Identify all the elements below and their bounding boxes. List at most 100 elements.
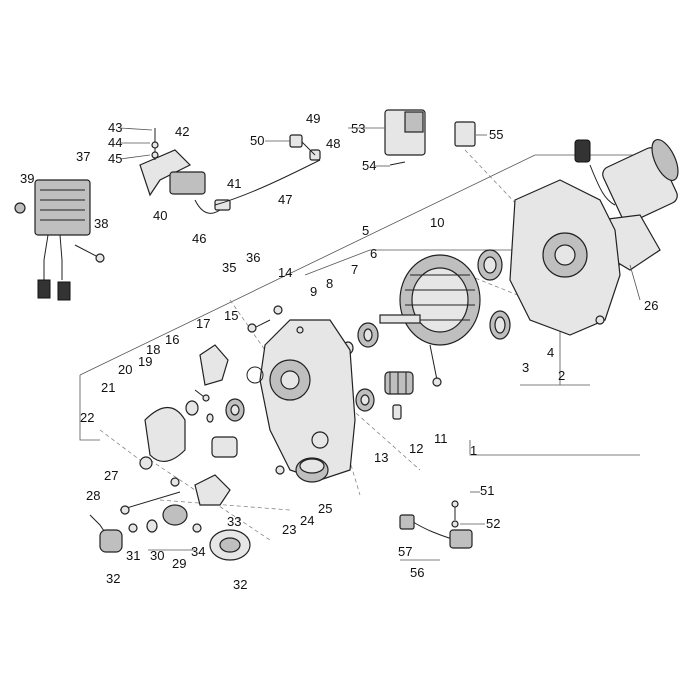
seal-24 xyxy=(275,465,285,475)
callout-54: 54 xyxy=(362,158,376,173)
callout-13: 13 xyxy=(374,450,388,465)
callout-51: 51 xyxy=(480,483,494,498)
pin-12 xyxy=(392,404,402,420)
callout-46: 46 xyxy=(192,231,206,246)
bolt-27 xyxy=(170,477,180,487)
gasket-33 xyxy=(194,474,231,506)
callout-41: 41 xyxy=(227,176,241,191)
circlip-15 xyxy=(246,366,264,384)
cap-30 xyxy=(146,519,158,533)
callout-30: 30 xyxy=(150,548,164,563)
callout-15: 15 xyxy=(224,308,238,323)
callout-49: 49 xyxy=(306,111,320,126)
voltage-regulator xyxy=(34,179,91,301)
bolt-51 xyxy=(451,500,459,520)
callout-44: 44 xyxy=(108,135,122,150)
callout-16: 16 xyxy=(165,332,179,347)
bearing-10 xyxy=(477,249,503,281)
callout-18: 18 xyxy=(146,342,160,357)
callout-4: 4 xyxy=(547,345,554,360)
callout-33: 33 xyxy=(227,514,241,529)
callout-14: 14 xyxy=(278,265,292,280)
callout-9: 9 xyxy=(310,284,317,299)
callout-5: 5 xyxy=(362,223,369,238)
washer-19 xyxy=(206,413,214,423)
callout-17: 17 xyxy=(196,316,210,331)
leader-lines xyxy=(119,127,641,525)
callout-29: 29 xyxy=(172,556,186,571)
thermostat-29 xyxy=(162,504,188,526)
callout-3: 3 xyxy=(522,360,529,375)
regulator-nut xyxy=(14,202,26,214)
callout-52: 52 xyxy=(486,516,500,531)
callout-31: 31 xyxy=(126,548,140,563)
callout-11: 11 xyxy=(434,431,448,446)
bearing-16 xyxy=(225,398,245,422)
callout-48: 48 xyxy=(326,136,340,151)
lever-21 xyxy=(144,406,186,462)
callout-50: 50 xyxy=(250,133,264,148)
callout-22: 22 xyxy=(80,410,94,425)
washer-52 xyxy=(451,520,459,528)
callout-42: 42 xyxy=(175,124,189,139)
callout-34: 34 xyxy=(191,544,205,559)
callout-8: 8 xyxy=(326,276,333,291)
sensor-32-left xyxy=(89,514,123,553)
callout-45: 45 xyxy=(108,151,122,166)
bolt-35 xyxy=(247,319,271,333)
callout-23: 23 xyxy=(282,522,296,537)
holder-23 xyxy=(211,436,238,458)
generator-stator xyxy=(379,254,481,346)
bolt-34 xyxy=(192,523,202,533)
callout-55: 55 xyxy=(489,127,503,142)
callout-21: 21 xyxy=(101,380,115,395)
callout-7: 7 xyxy=(351,262,358,277)
crankcase-cover xyxy=(259,319,356,481)
bearing-3 xyxy=(489,310,511,340)
callout-47: 47 xyxy=(278,192,292,207)
outer-housing xyxy=(509,179,621,336)
callout-36: 36 xyxy=(246,250,260,265)
callout-37: 37 xyxy=(76,149,90,164)
callout-10: 10 xyxy=(430,215,444,230)
callout-1: 1 xyxy=(470,443,477,458)
starter-motor xyxy=(574,139,679,271)
callout-32-right: 32 xyxy=(233,577,247,592)
long-bolt-28 xyxy=(119,491,181,515)
callout-labels: 1 2 3 4 5 6 7 8 9 10 11 12 13 14 15 16 1… xyxy=(20,111,658,592)
washer-36 xyxy=(273,305,283,315)
callout-28: 28 xyxy=(86,488,100,503)
bolt-18 xyxy=(194,389,210,402)
cover-17 xyxy=(199,344,229,386)
washer-31 xyxy=(128,523,138,533)
callout-2: 2 xyxy=(558,368,565,383)
sensor-harness xyxy=(399,514,473,549)
pinion-gear xyxy=(384,371,414,395)
callout-20: 20 xyxy=(118,362,132,377)
callout-40: 40 xyxy=(153,208,167,223)
callout-39: 39 xyxy=(20,171,34,186)
callout-25: 25 xyxy=(318,501,332,516)
callout-6: 6 xyxy=(370,246,377,261)
callout-35: 35 xyxy=(222,260,236,275)
bolt-7 xyxy=(429,344,442,387)
cover-32-right xyxy=(209,529,251,561)
callout-12: 12 xyxy=(409,441,423,456)
callout-38: 38 xyxy=(94,216,108,231)
filter-25 xyxy=(295,457,329,483)
callout-43: 43 xyxy=(108,120,122,135)
washer-20 xyxy=(185,400,199,416)
callout-24: 24 xyxy=(300,513,314,528)
relay-module xyxy=(384,109,426,166)
fuse-block xyxy=(454,121,476,147)
callout-57: 57 xyxy=(398,544,412,559)
bearing-8 xyxy=(357,322,379,348)
callout-32-left: 32 xyxy=(106,571,120,586)
callout-26: 26 xyxy=(644,298,658,313)
sensor-bracket xyxy=(139,128,231,214)
cable-assembly xyxy=(214,134,321,206)
callout-27: 27 xyxy=(104,468,118,483)
callout-56: 56 xyxy=(410,565,424,580)
regulator-bolt xyxy=(74,244,105,263)
